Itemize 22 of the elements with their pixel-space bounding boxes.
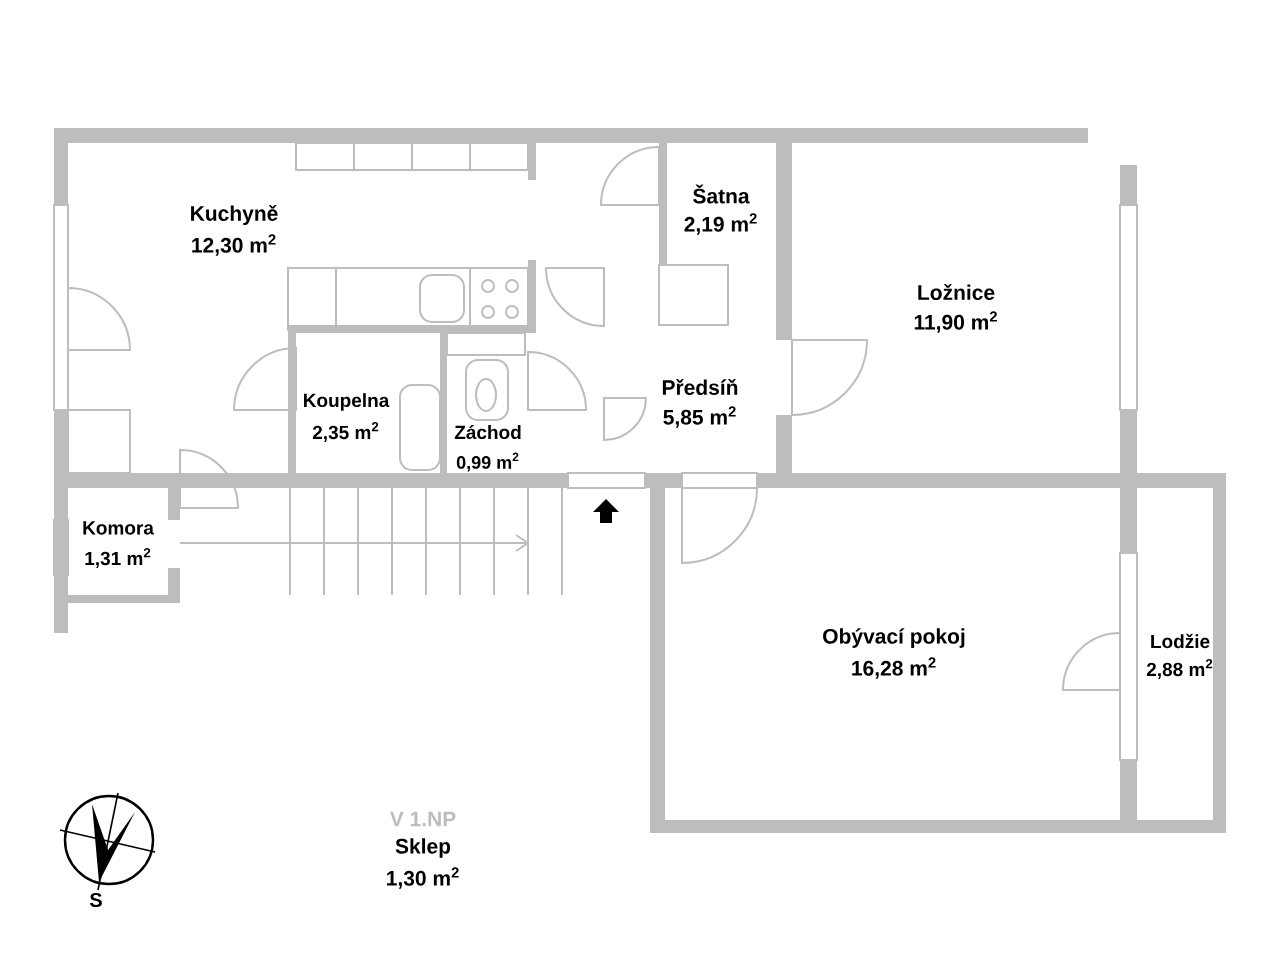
- room-name: Šatna: [693, 184, 750, 204]
- room-area: 2,19 m$^{2}$: [684, 213, 757, 235]
- room-name: Lodžie: [1151, 633, 1210, 649]
- room-name: Předsíň: [662, 379, 738, 395]
- room-name: Záchod: [454, 424, 521, 440]
- room-area: 1,30 m$^{2}$: [387, 867, 459, 889]
- room-name: Sklep: [395, 838, 451, 858]
- room-area: 2,88 m$^{2}$: [1146, 659, 1213, 679]
- compass-letter: S: [89, 892, 102, 908]
- floor-label: V 1.NP: [389, 811, 456, 827]
- room-name: Komora: [83, 521, 154, 535]
- room-area: 16,28 m$^{2}$: [852, 657, 936, 679]
- room-name: Obývací pokoj: [823, 628, 965, 648]
- room-area: 0,99 m$^{2}$: [456, 452, 519, 472]
- room-area: 11,90 m$^{2}$: [914, 311, 997, 333]
- room-name: Koupelna: [304, 393, 390, 411]
- room-area: 5,85 m$^{2}$: [663, 406, 736, 428]
- room-area: 1,31 m$^{2}$: [85, 548, 151, 568]
- room-area: 2,35 m$^{2}$: [312, 422, 379, 442]
- room-name: Kuchyně: [191, 205, 278, 226]
- room-name: Ložnice: [918, 284, 995, 300]
- room-area: 12,30 m$^{2}$: [192, 234, 276, 256]
